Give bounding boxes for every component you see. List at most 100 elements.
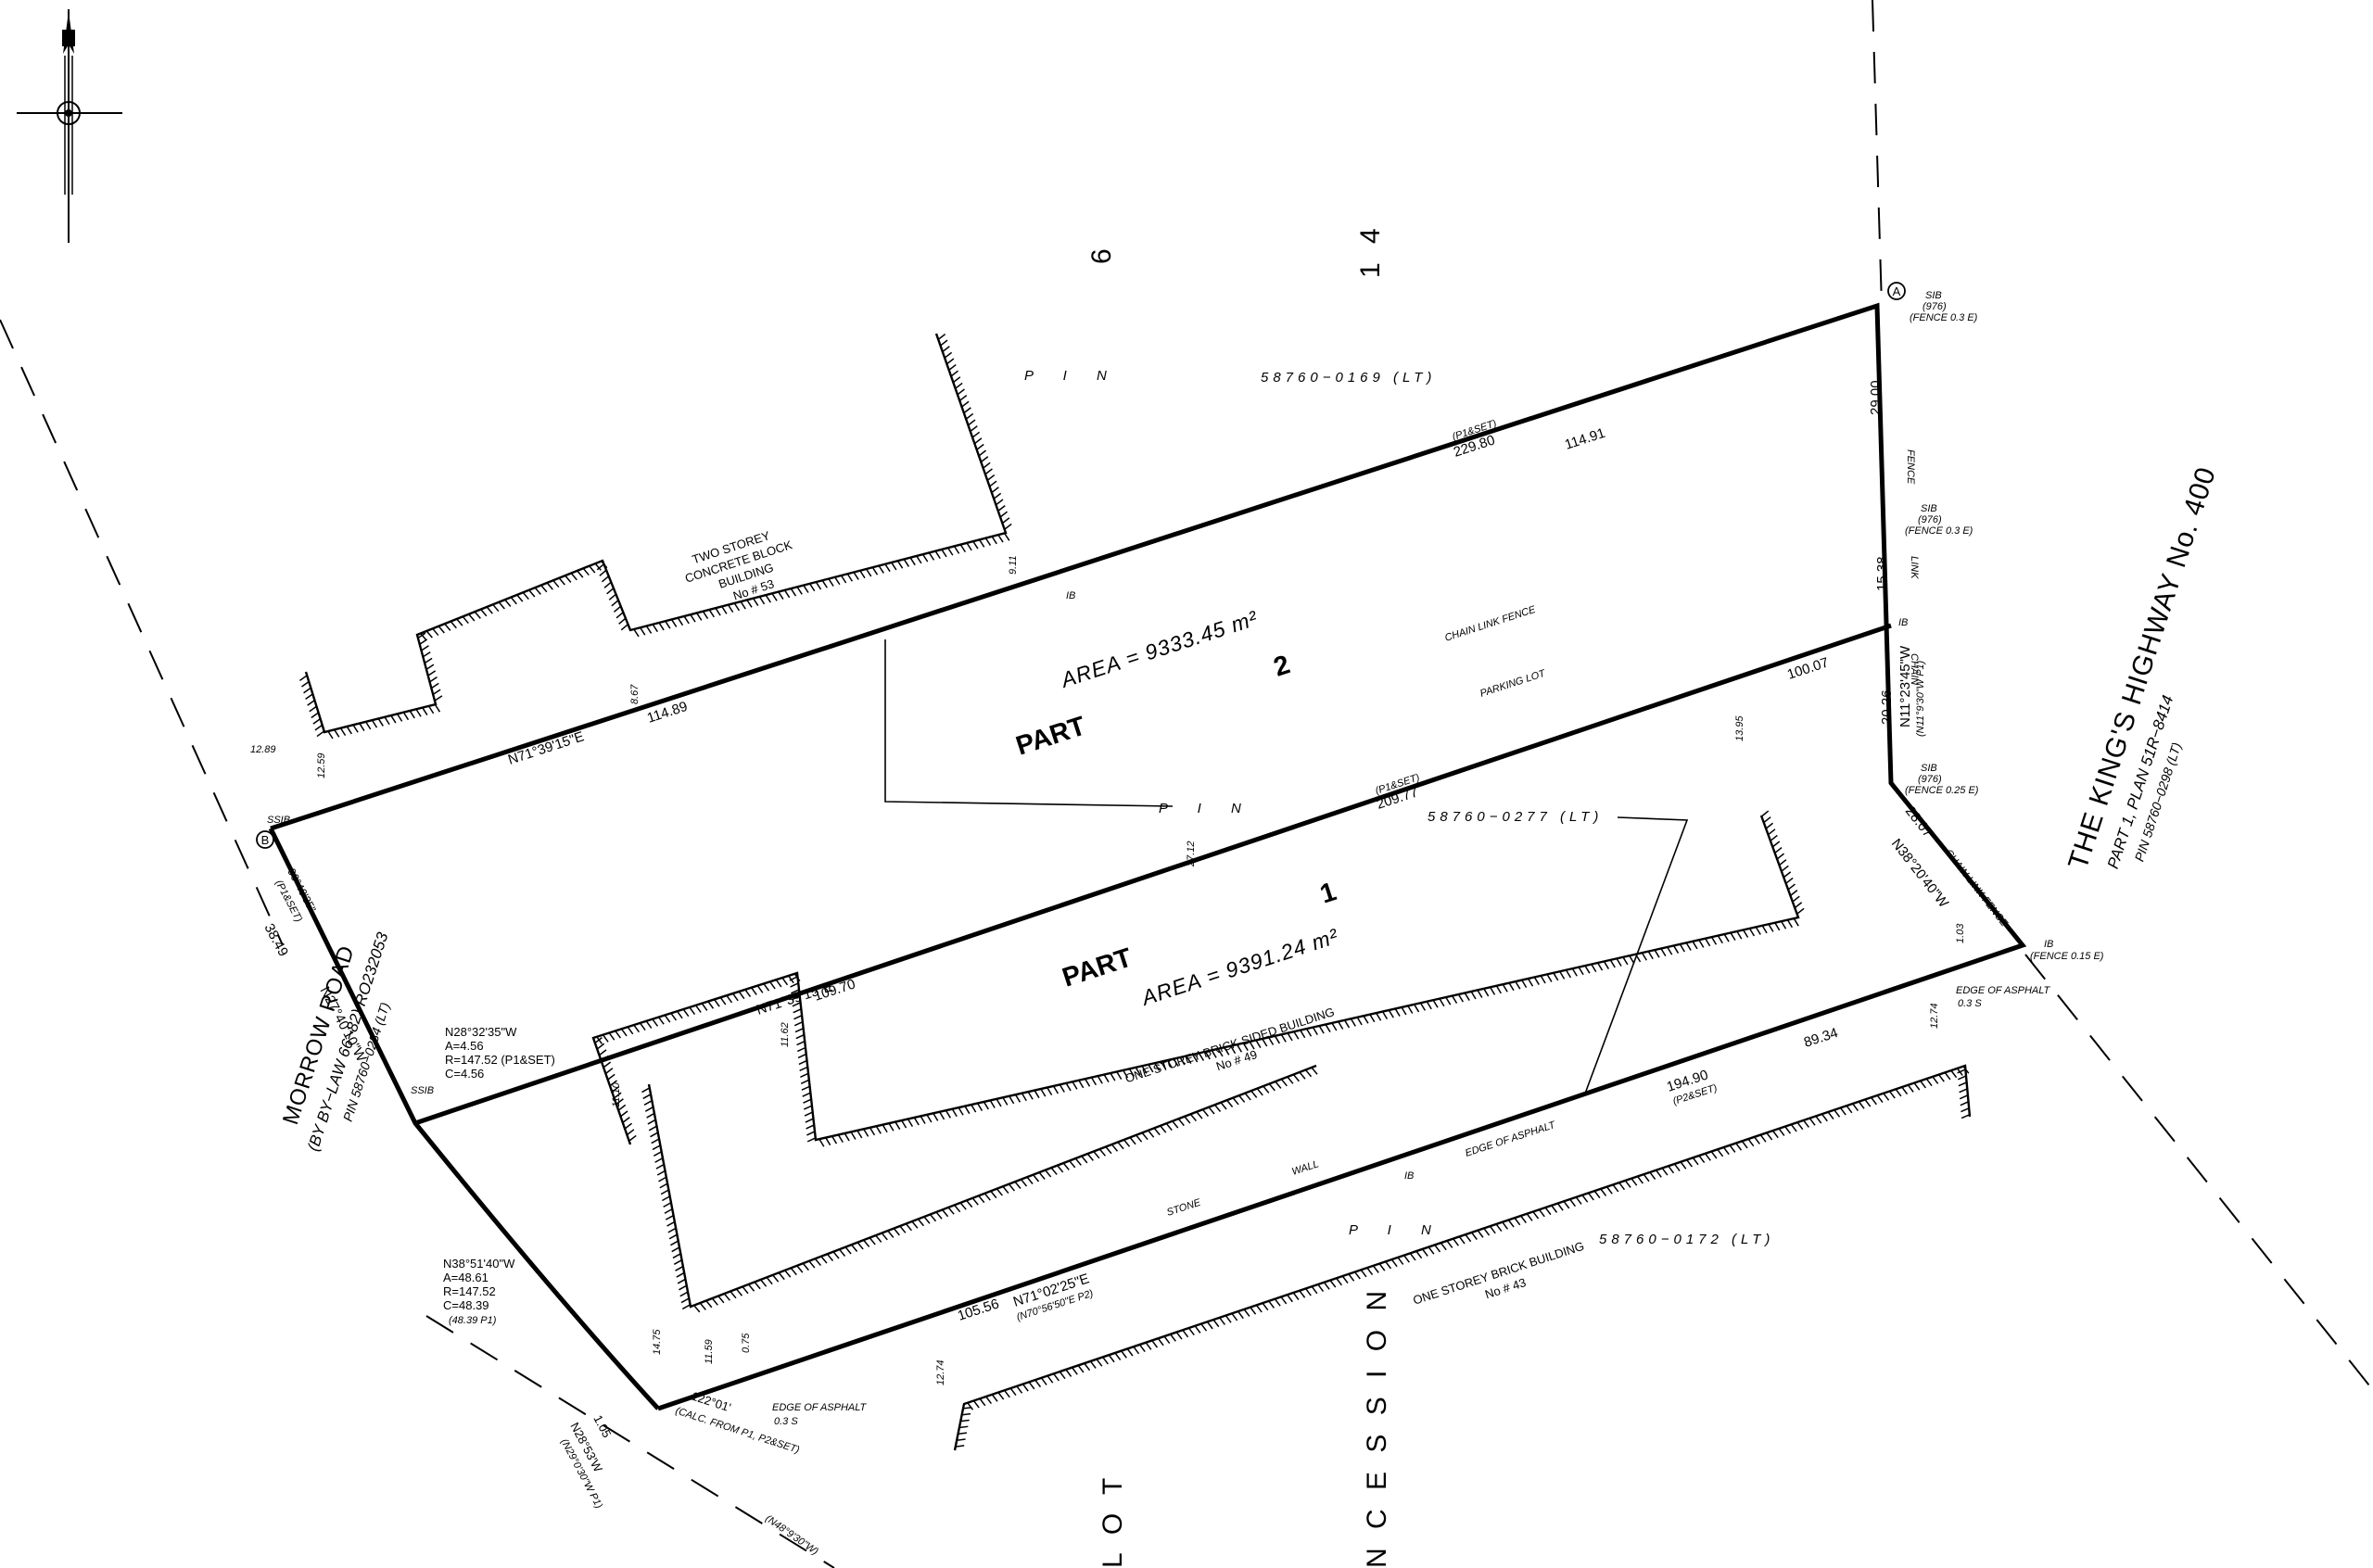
offset-8-67: 8.67 <box>629 684 641 704</box>
svg-text:(48.39 P1): (48.39 P1) <box>449 1315 497 1326</box>
south-east-segment: 89.34 <box>1802 1025 1840 1051</box>
lot-number-6: 6 <box>1086 243 1117 264</box>
morrow-road-line <box>0 319 284 946</box>
svg-text:SIB: SIB <box>1921 763 1937 774</box>
offset-11-62: 11.62 <box>780 1022 791 1047</box>
offset-12-74-east: 12.74 <box>1929 1003 1940 1029</box>
highway-line-south <box>2024 954 2373 1391</box>
curve2-data: N38°51'40"W A=48.61 R=147.52 C=48.39 (48… <box>443 1257 515 1326</box>
svg-text:N28°32'35"W: N28°32'35"W <box>445 1025 517 1039</box>
offset-11-59: 11.59 <box>704 1339 715 1364</box>
part2-number: 2 <box>1270 650 1293 682</box>
svg-text:THE KING'S HIGHWAY No. 400: THE KING'S HIGHWAY No. 400 <box>2062 463 2222 874</box>
middle-boundary <box>414 623 1892 1126</box>
svg-text:IB: IB <box>2044 939 2053 950</box>
svg-text:A: A <box>1893 285 1901 298</box>
offset-12-89: 12.89 <box>250 744 276 755</box>
highway-label: THE KING'S HIGHWAY No. 400 PART 1, PLAN … <box>2062 463 2222 874</box>
middle-pin-number: 58760−0277 (LT) <box>1428 809 1603 825</box>
bottom-bearing-src: (N48°9'30"W) <box>763 1513 820 1558</box>
highway-line-north <box>1872 0 1883 307</box>
edge-asphalt-offset-2: 0.3 S <box>1958 998 1982 1009</box>
building-hatching <box>299 333 1971 1448</box>
svg-text:(FENCE 0.15 E): (FENCE 0.15 E) <box>2030 951 2104 962</box>
fence-word: FENCE <box>1905 449 1916 485</box>
offset-12-59: 12.59 <box>316 752 327 778</box>
middle-building <box>591 815 1800 1145</box>
north-bearing: N71°39'15"E <box>506 728 586 767</box>
sib-label-1: SIB (976) (FENCE 0.3 E) <box>1910 290 1978 323</box>
north-pin-word: P I N <box>1024 368 1120 384</box>
svg-text:SIB: SIB <box>1925 290 1942 301</box>
svg-text:(976): (976) <box>1923 301 1947 312</box>
south-road-line <box>425 1315 835 1568</box>
north-pin-number: 58760−0169 (LT) <box>1261 370 1436 386</box>
part1-number: 1 <box>1316 877 1339 909</box>
svg-text:(976): (976) <box>1918 774 1942 785</box>
ib-label-2: IB <box>1898 617 1908 628</box>
east-bearing-src: (N11°9'30"W P1) <box>1915 660 1926 737</box>
tie-lines <box>884 639 1689 1094</box>
chain-link-fence-label: CHAIN LINK FENCE <box>1443 604 1537 644</box>
svg-text:R=147.52: R=147.52 <box>443 1284 496 1298</box>
west-boundary <box>268 827 660 1410</box>
svg-text:C=4.56: C=4.56 <box>445 1067 484 1081</box>
parking-lot-label: PARKING LOT <box>1478 667 1547 699</box>
sib-label-3: SIB (976) (FENCE 0.25 E) <box>1905 763 1979 796</box>
offset-0-75: 0.75 <box>741 1333 752 1353</box>
svg-text:A=4.56: A=4.56 <box>445 1039 484 1053</box>
curve1-data: N28°32'35"W A=4.56 R=147.52 (P1&SET) C=4… <box>445 1025 555 1081</box>
point-b-marker: B <box>256 830 274 849</box>
chain-word: CHAIN <box>1909 653 1920 685</box>
east-low-distance: 20.26 <box>1879 689 1895 725</box>
middle-building-label: ONE STOREY BRICK SIDED BUILDING No # 49 <box>1123 1005 1337 1085</box>
south-pin-number: 58760−0172 (LT) <box>1599 1232 1774 1247</box>
sw-length: 1.05 <box>590 1412 614 1439</box>
north-east-segment: 114.91 <box>1563 425 1607 453</box>
stone-label: STONE <box>1165 1197 1202 1219</box>
offset-13-95: 13.95 <box>1734 715 1745 741</box>
svg-text:(976): (976) <box>1918 514 1942 525</box>
part1-area: AREA = 9391.24 m² <box>1137 924 1342 1011</box>
middle-pin-word: P I N <box>1159 801 1254 816</box>
edge-asphalt-label-3: EDGE OF ASPHALT <box>772 1402 868 1413</box>
svg-text:(FENCE 0.3 E): (FENCE 0.3 E) <box>1910 312 1978 323</box>
offset-27-12: 27.12 <box>1186 841 1197 867</box>
svg-text:B: B <box>261 833 270 847</box>
point-a-marker: A <box>1887 282 1906 300</box>
svg-text:A=48.61: A=48.61 <box>443 1271 489 1284</box>
north-building <box>304 333 1008 734</box>
edge-asphalt-label-2: EDGE OF ASPHALT <box>1956 985 2051 996</box>
offset-12-74-south: 12.74 <box>935 1359 946 1385</box>
chain-link-fence-2: CHAIN LINK FENCE <box>1943 847 2011 929</box>
south-pin-word: P I N <box>1349 1222 1444 1238</box>
edge-asphalt-label-1: EDGE OF ASPHALT <box>1464 1119 1557 1159</box>
ssib-label-2: SSIB <box>411 1085 434 1096</box>
svg-text:(FENCE 0.25 E): (FENCE 0.25 E) <box>1905 785 1979 796</box>
outer-boundary <box>270 302 2027 1411</box>
south-building-label: ONE STOREY BRICK BUILDING No # 43 <box>1411 1239 1585 1308</box>
edge-asphalt-offset-3: 0.3 S <box>774 1416 798 1427</box>
east-mid-distance: 15.38 <box>1874 556 1890 591</box>
wall-label: WALL <box>1290 1158 1320 1178</box>
svg-text:SIB: SIB <box>1921 503 1937 514</box>
ssib-label-1: SSIB <box>267 815 290 826</box>
offset-1-03: 1.03 <box>1955 923 1966 943</box>
ib-east-label: IB (FENCE 0.15 E) <box>2030 939 2104 962</box>
part2-word: PART <box>1012 711 1089 761</box>
svg-text:ONE STOREY BRICK SIDED BUILDIN: ONE STOREY BRICK SIDED BUILDING <box>1123 1005 1337 1085</box>
ib-label-1: IB <box>1066 590 1075 601</box>
concession-word: N C E S S I O N <box>1362 1285 1392 1568</box>
offset-11-10: 11.10 <box>611 1081 622 1107</box>
svg-text:N38°51'40"W: N38°51'40"W <box>443 1257 515 1271</box>
offset-14-75: 14.75 <box>652 1329 663 1355</box>
link-word: LINK <box>1909 556 1920 579</box>
lot-number-14: 1 4 <box>1355 222 1386 278</box>
west-length: 38.49 <box>260 921 291 959</box>
svg-text:(FENCE 0.3 E): (FENCE 0.3 E) <box>1905 525 1973 537</box>
svg-text:C=48.39: C=48.39 <box>443 1298 489 1312</box>
svg-text:R=147.52 (P1&SET): R=147.52 (P1&SET) <box>445 1053 555 1067</box>
part2-area: AREA = 9333.45 m² <box>1057 606 1262 693</box>
